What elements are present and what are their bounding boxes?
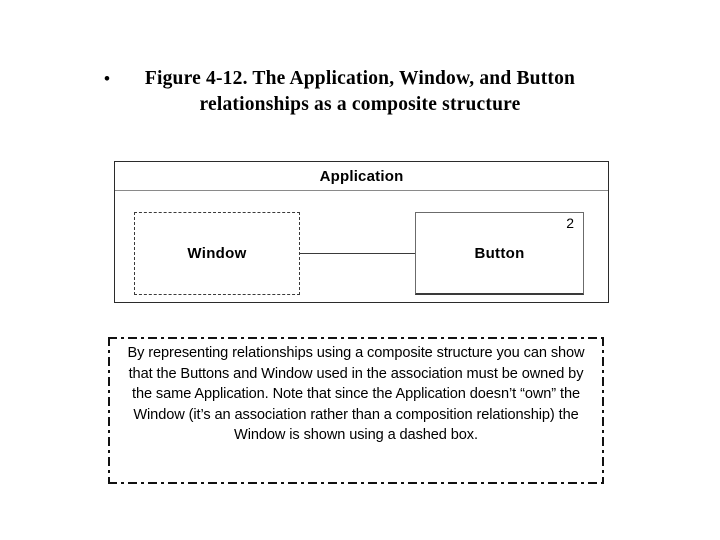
part-window: Window [134, 212, 300, 295]
explanatory-note: By representing relationships using a co… [108, 337, 604, 484]
composite-structure-diagram: Application Window Button 2 [114, 161, 609, 303]
page-title: • Figure 4-12. The Application, Window, … [96, 66, 624, 118]
bullet-icon: • [104, 69, 111, 88]
part-button-label: Button [474, 244, 525, 262]
application-header: Application [115, 162, 608, 191]
application-parts-area: Window Button 2 [115, 191, 608, 302]
application-classifier-box: Application Window Button 2 [114, 161, 609, 303]
page-title-text: Figure 4-12. The Application, Window, an… [144, 68, 576, 115]
part-window-label: Window [187, 245, 247, 262]
association-connector-line [300, 253, 415, 254]
part-button: Button 2 [415, 212, 584, 295]
explanatory-note-text: By representing relationships using a co… [127, 345, 585, 443]
application-classifier-name: Application [319, 167, 404, 185]
part-button-multiplicity: 2 [566, 215, 574, 231]
